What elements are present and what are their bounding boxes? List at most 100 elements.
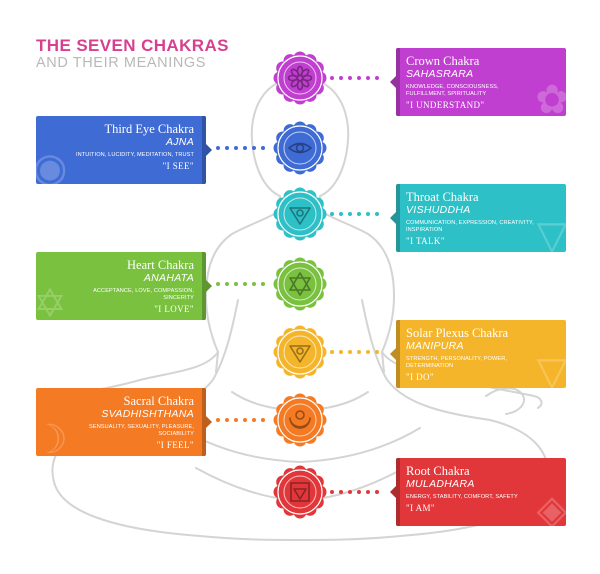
card-pointer	[206, 144, 212, 156]
chakra-symbol-5	[273, 393, 327, 447]
dotted-connector	[216, 146, 270, 150]
connector-dot	[234, 146, 238, 150]
connector-dot	[234, 418, 238, 422]
chakra-mantra: "I AM"	[406, 503, 436, 513]
chakra-meanings: SENSUALITY, SEXUALITY, PLEASURE, SOCIABI…	[89, 424, 194, 437]
connector-dot	[339, 350, 343, 354]
connector-dot	[261, 146, 265, 150]
third-eye-chakra-card: ◉ Third Eye Chakra AJNA INTUITION, LUCID…	[36, 116, 206, 184]
dotted-connector	[330, 490, 386, 494]
card-pointer	[390, 348, 396, 360]
card-edge-stripe	[396, 458, 400, 526]
chakra-mantra: "I SEE"	[162, 161, 194, 171]
card-pointer	[390, 76, 396, 88]
connector-dot	[243, 146, 247, 150]
connector-dot	[366, 490, 370, 494]
chakra-mantra: "I LOVE"	[154, 304, 194, 314]
chakra-meanings: STRENGTH, PERSONALITY, POWER, DETERMINAT…	[406, 356, 508, 369]
connector-dot	[216, 146, 220, 150]
chakra-name: Sacral Chakra	[123, 394, 194, 408]
chakra-meanings: KNOWLEDGE, CONSCIOUSNESS, FULFILLMENT, S…	[406, 84, 499, 97]
crescent-icon: ☽	[36, 417, 68, 456]
chakra-meanings: INTUITION, LUCIDITY, MEDITATION, TRUST	[75, 152, 194, 158]
card-edge-stripe	[202, 116, 206, 184]
chakra-circle	[277, 125, 323, 171]
chakra-meanings: COMMUNICATION, EXPRESSION, CREATIVITY, I…	[406, 220, 534, 233]
chakra-sanskrit: SAHASRARA	[406, 68, 474, 80]
card-pointer	[206, 280, 212, 292]
chakra-circle	[277, 261, 323, 307]
card-edge-stripe	[396, 320, 400, 388]
chakra-name: Solar Plexus Chakra	[406, 326, 509, 340]
connector-dot	[225, 282, 229, 286]
chakra-sanskrit: SVADHISHTHANA	[101, 408, 194, 420]
hexagram-icon	[289, 272, 311, 296]
chakra-symbol-6	[273, 465, 327, 519]
dotted-connector	[216, 418, 270, 422]
chakra-symbol-2	[273, 187, 327, 241]
inner-ring	[283, 335, 317, 369]
connector-dot	[366, 212, 370, 216]
header: THE SEVEN CHAKRAS AND THEIR MEANINGS	[36, 36, 229, 72]
connector-dot	[330, 76, 334, 80]
inner-ring	[283, 267, 317, 301]
heart-chakra-card: ✡ Heart Chakra ANAHATA ACCEPTANCE, LOVE,…	[36, 252, 206, 320]
connector-dot	[330, 490, 334, 494]
square-triangle-icon	[290, 482, 310, 502]
connector-dot	[375, 350, 379, 354]
chakra-sanskrit: MANIPURA	[406, 340, 464, 352]
hexagram-icon: ✡	[36, 281, 67, 320]
chakra-sanskrit: MULADHARA	[406, 478, 475, 490]
connector-dot	[243, 418, 247, 422]
chakra-mantra: "I TALK"	[406, 236, 445, 246]
card-edge-stripe	[202, 388, 206, 456]
connector-dot	[252, 418, 256, 422]
connector-dot	[252, 146, 256, 150]
card-pointer	[390, 212, 396, 224]
chakra-mantra: "I FEEL"	[156, 440, 194, 450]
connector-dot	[348, 350, 352, 354]
connector-dot	[339, 76, 343, 80]
chakra-circle	[277, 397, 323, 443]
connector-dot	[261, 418, 265, 422]
crown-chakra-card: ✿ Crown Chakra SAHASRARA KNOWLEDGE, CONS…	[396, 48, 566, 116]
downward-triangle-icon	[289, 207, 311, 225]
connector-dot	[261, 282, 265, 286]
chakra-symbol-3	[273, 257, 327, 311]
chakra-meanings: ACCEPTANCE, LOVE, COMPASSION, SINCERITY	[93, 288, 194, 301]
chakra-symbol-1	[273, 121, 327, 175]
connector-dot	[339, 490, 343, 494]
connector-dot	[348, 76, 352, 80]
subtitle: AND THEIR MEANINGS	[36, 55, 207, 71]
chakra-circle	[277, 469, 323, 515]
chakra-symbol-4	[273, 325, 327, 379]
connector-dot	[243, 282, 247, 286]
connector-dot	[234, 282, 238, 286]
lotus-icon	[287, 65, 313, 91]
chakra-name: Crown Chakra	[406, 54, 480, 68]
chakra-circle	[277, 191, 323, 237]
chakra-sanskrit: ANAHATA	[143, 272, 194, 284]
connector-dot	[225, 146, 229, 150]
throat-chakra-card: ▽ Throat Chakra VISHUDDHA COMMUNICATION,…	[396, 184, 566, 252]
connector-dot	[330, 212, 334, 216]
lotus-icon: ✿	[535, 77, 566, 116]
chakra-symbol-0	[273, 51, 327, 105]
connector-dot	[339, 212, 343, 216]
chakra-meanings: ENERGY, STABILITY, COMFORT, SAFETY	[406, 494, 518, 500]
inner-ring	[283, 197, 317, 231]
card-edge-stripe	[396, 184, 400, 252]
eye-icon: ◉	[36, 145, 68, 184]
chakra-name: Throat Chakra	[406, 190, 479, 204]
chakra-circle	[277, 55, 323, 101]
downward-triangle-icon	[289, 345, 311, 363]
card-pointer	[390, 486, 396, 498]
chakra-name: Heart Chakra	[127, 258, 194, 272]
title: THE SEVEN CHAKRAS	[36, 36, 229, 55]
inner-ring	[283, 475, 317, 509]
crescent-icon	[289, 410, 311, 429]
sacral-chakra-card: ☽ Sacral Chakra SVADHISHTHANA SENSUALITY…	[36, 388, 206, 456]
connector-dot	[357, 490, 361, 494]
inner-ring	[283, 131, 317, 165]
